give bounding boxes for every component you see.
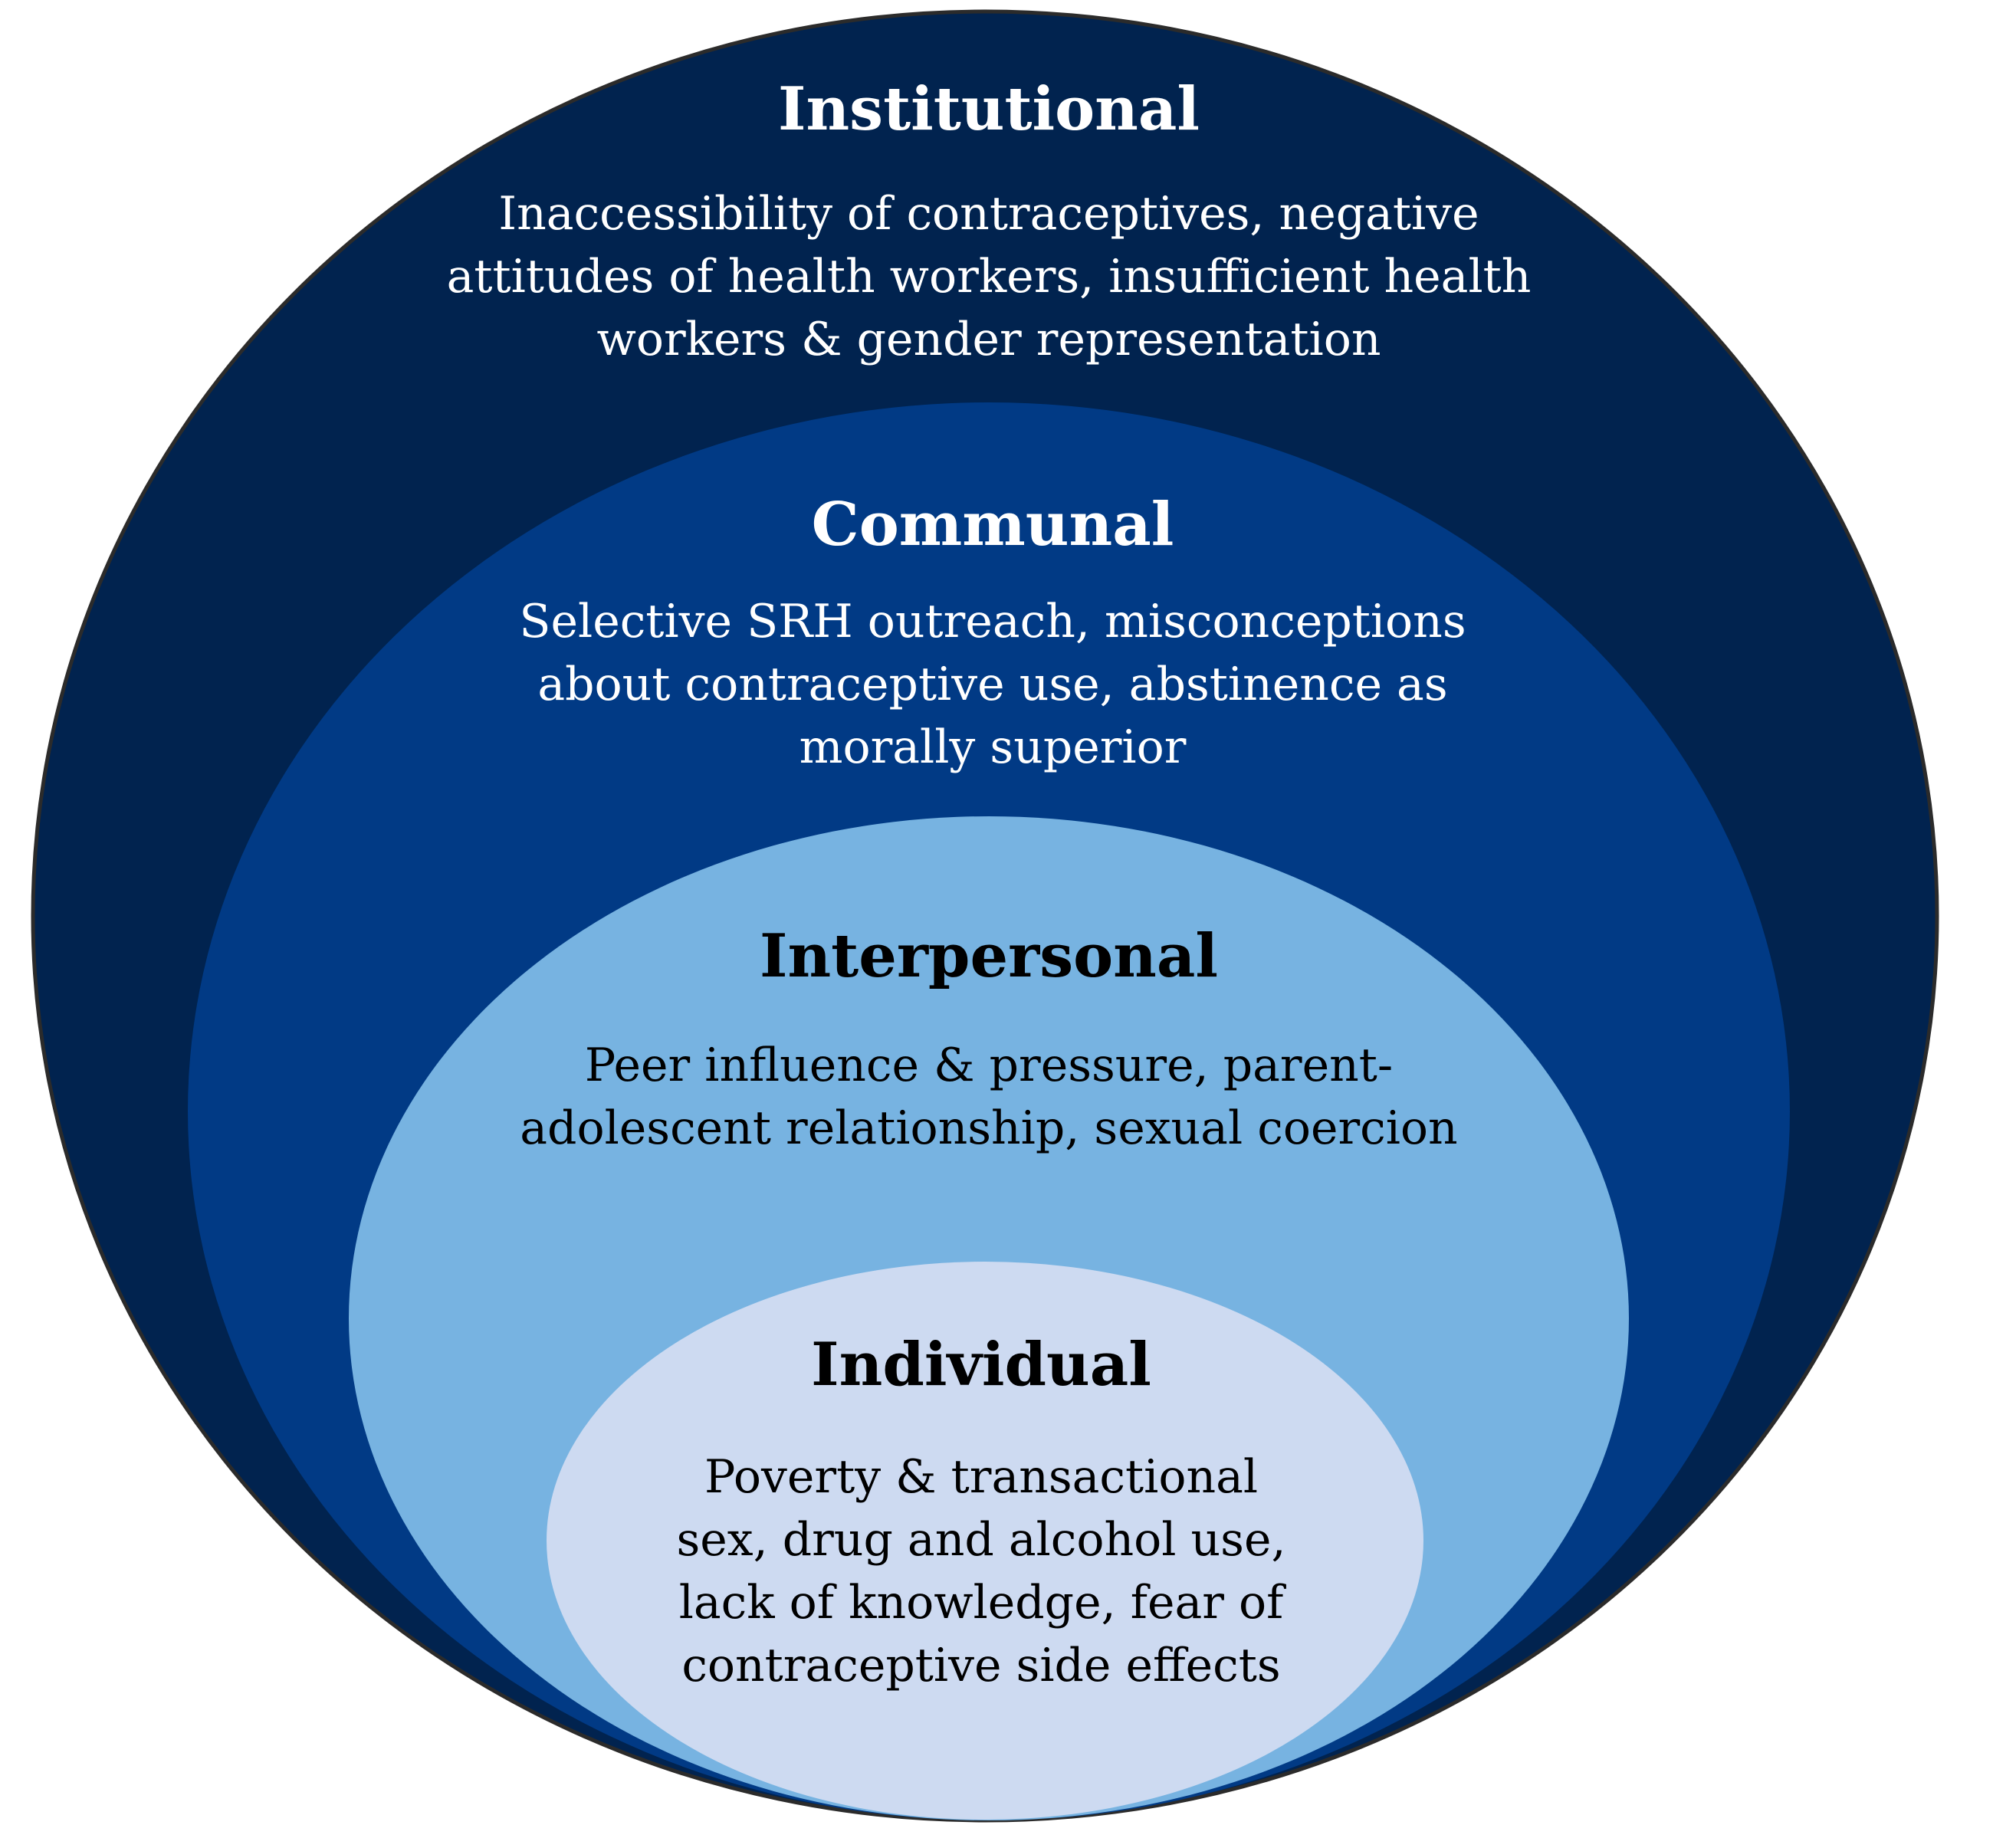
individual-ellipse bbox=[547, 1262, 1423, 1820]
institutional-layer: Institutional Inaccessibility of contrac… bbox=[429, 77, 1548, 371]
communal-description: Selective SRH outreach, misconceptions a… bbox=[519, 594, 1466, 774]
interpersonal-description: Peer influence & pressure, parent-adoles… bbox=[520, 1038, 1458, 1155]
institutional-description: Inaccessibility of contraceptives, negat… bbox=[446, 186, 1532, 366]
communal-title: Communal bbox=[811, 490, 1174, 560]
interpersonal-layer: Interpersonal Peer influence & pressure,… bbox=[514, 924, 1464, 1160]
individual-title: Individual bbox=[811, 1330, 1151, 1400]
individual-description: Poverty & transactional sex, drug and al… bbox=[676, 1449, 1286, 1692]
institutional-title: Institutional bbox=[777, 74, 1200, 144]
interpersonal-title: Interpersonal bbox=[759, 921, 1219, 991]
communal-layer: Communal Selective SRH outreach, misconc… bbox=[506, 492, 1479, 779]
individual-layer: Individual Poverty & transactional sex, … bbox=[644, 1332, 1318, 1697]
